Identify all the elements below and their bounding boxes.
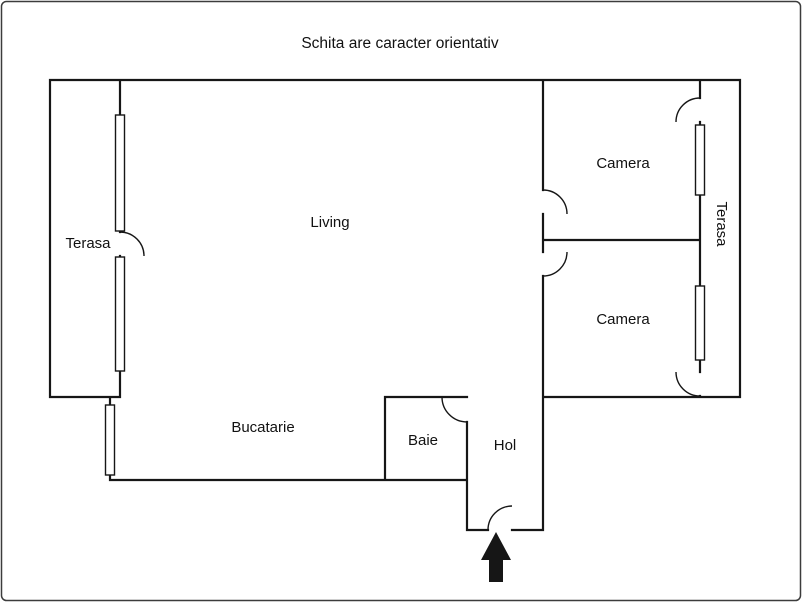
entrance-arrow (481, 532, 511, 582)
label-hol: Hol (494, 437, 517, 454)
label-living: Living (310, 214, 349, 231)
label-camera-top: Camera (596, 155, 650, 172)
windows (104, 114, 706, 476)
window-terasa-left-top (114, 114, 126, 232)
window-terasa-left-bottom (114, 256, 126, 372)
label-camera-bottom: Camera (596, 311, 650, 328)
plan-title: Schita are caracter orientativ (301, 35, 499, 52)
window-bucatarie (104, 404, 116, 476)
label-baie: Baie (408, 432, 438, 449)
label-terasa-right: Terasa (713, 201, 730, 247)
door-arcs (119, 97, 701, 531)
room-labels: Terasa Living Camera Camera Terasa Bucat… (65, 155, 730, 454)
window-camera-bottom (694, 285, 706, 361)
window-camera-top (694, 124, 706, 196)
label-terasa-left: Terasa (65, 235, 111, 252)
label-bucatarie: Bucatarie (231, 419, 294, 436)
